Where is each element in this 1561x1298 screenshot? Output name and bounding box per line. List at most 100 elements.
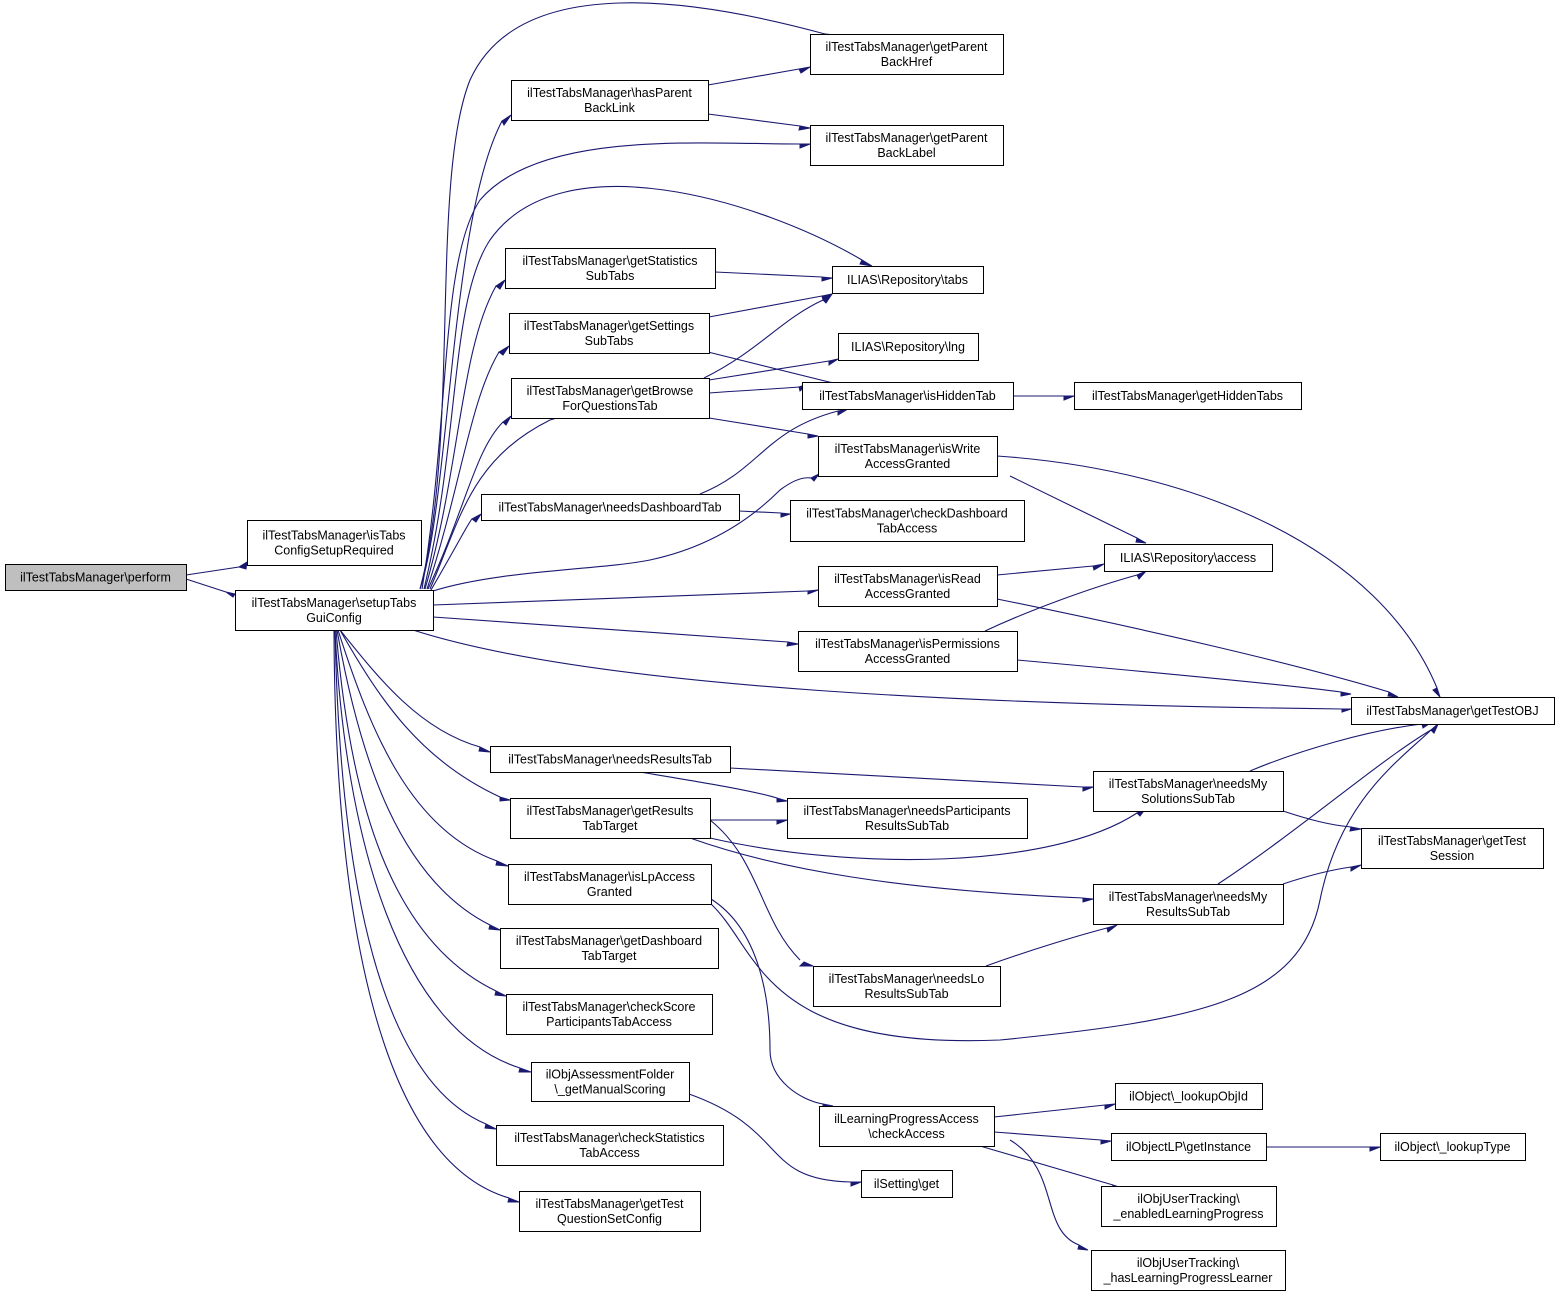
call-edge-from-setupTabs (339, 629, 491, 753)
arrowhead (1432, 687, 1441, 698)
call-edge-from-setupTabs (426, 345, 510, 590)
arrowhead (518, 1067, 532, 1073)
node-box (810, 125, 1004, 166)
node-get-browse[interactable]: ilTestTabsManager\getBrowseForQuestionsT… (511, 378, 710, 419)
node-has-lplearner[interactable]: ilObjUserTracking\_hasLearningProgressLe… (1091, 1250, 1286, 1291)
arrowhead (484, 1123, 497, 1130)
node-needs-dashboard[interactable]: ilTestTabsManager\needsDashboardTab (481, 494, 740, 521)
call-edge-from-setupTabs (424, 279, 506, 590)
node-label-line: SubTabs (586, 269, 635, 283)
node-is-permissions[interactable]: ilTestTabsManager\isPermissionsAccessGra… (798, 631, 1018, 672)
arrowhead (1092, 563, 1105, 571)
call-edge-from-needsDashboard (738, 510, 791, 518)
node-check-dashboard[interactable]: ilTestTabsManager\checkDashboardTabAcces… (790, 500, 1025, 542)
call-edge-from-lpCheckAccess (993, 1131, 1112, 1145)
node-check-score[interactable]: ilTestTabsManager\checkScoreParticipants… (506, 994, 713, 1035)
arrowhead (478, 746, 491, 753)
node-box (861, 1170, 953, 1198)
node-check-statistics[interactable]: ilTestTabsManager\checkStatisticsTabAcce… (496, 1125, 724, 1166)
call-edge-from-hasParent (707, 113, 811, 131)
node-label-line: ilTestTabsManager\isHiddenTab (819, 389, 996, 403)
node-label-line: ilTestTabsManager\needsDashboardTab (498, 501, 721, 515)
node-get-test-obj[interactable]: ilTestTabsManager\getTestOBJ (1351, 697, 1555, 725)
node-setting-get[interactable]: ilSetting\get (861, 1170, 953, 1198)
node-label-line: BackHref (881, 55, 933, 69)
call-edge-from-getBrowse (708, 358, 839, 381)
node-label-line: ForQuestionsTab (562, 399, 657, 413)
call-edge-from-isPermissions (984, 570, 1147, 632)
call-edge-from-lpCheckAccess (1009, 1139, 1089, 1251)
node-get-hidden-tabs[interactable]: ilTestTabsManager\getHiddenTabs (1074, 382, 1302, 410)
arrowhead (822, 293, 833, 304)
node-label-line: QuestionSetConfig (557, 1212, 662, 1226)
call-edge-from-objLPInstance (1266, 1146, 1381, 1152)
node-box (1380, 1133, 1526, 1161)
node-needs-participants[interactable]: ilTestTabsManager\needsParticipantsResul… (787, 798, 1028, 839)
node-label-line: \_getManualScoring (554, 1083, 665, 1097)
node-box (235, 590, 434, 631)
node-label-line: ilTestTabsManager\isLpAccess (524, 870, 695, 884)
arrowhead (499, 796, 511, 802)
node-label-line: ILIAS\Repository\lng (851, 340, 965, 354)
node-repo-lng[interactable]: ILIAS\Repository\lng (838, 333, 979, 361)
call-edge-from-isPermissions (1016, 659, 1352, 697)
arrowhead (1341, 708, 1352, 713)
arrowhead (780, 512, 791, 518)
node-label-line: ilTestTabsManager\getTestOBJ (1366, 704, 1538, 718)
arrowhead (1349, 826, 1362, 832)
node-needs-results[interactable]: ilTestTabsManager\needsResultsTab (490, 746, 731, 773)
node-label-line: ILIAS\Repository\access (1120, 551, 1256, 565)
arrowhead (828, 358, 839, 366)
node-label-line: ConfigSetupRequired (274, 544, 394, 558)
node-manual-scoring[interactable]: ilObjAssessmentFolder\_getManualScoring (531, 1062, 690, 1102)
arrowhead (1350, 864, 1362, 872)
node-get-question-set[interactable]: ilTestTabsManager\getTestQuestionSetConf… (519, 1191, 701, 1232)
node-lp-check-access[interactable]: ilLearningProgressAccess\checkAccess (819, 1106, 995, 1147)
arrowhead (1430, 723, 1439, 734)
node-is-tabs-config[interactable]: ilTestTabsManager\isTabsConfigSetupRequi… (247, 520, 422, 566)
node-label-line: ilTestTabsManager\getStatistics (522, 254, 697, 268)
node-box (511, 378, 710, 419)
node-label-line: _enabledLearningProgress (1112, 1207, 1263, 1221)
call-edge-from-getBrowse (708, 417, 819, 439)
node-box (818, 566, 998, 607)
node-box (500, 928, 719, 969)
call-edge-from-getStatistics (714, 271, 833, 282)
arrowhead (1100, 1139, 1112, 1145)
node-repo-tabs[interactable]: ILIAS\Repository\tabs (832, 266, 984, 294)
node-label-line: BackLink (584, 101, 635, 115)
node-box (1115, 1083, 1263, 1110)
node-label-line: ResultsSubTab (864, 987, 948, 1001)
node-perform[interactable]: ilTestTabsManager\perform (5, 564, 187, 591)
node-label-line: ilTestTabsManager\needsParticipants (803, 804, 1010, 818)
node-repo-access[interactable]: ILIAS\Repository\access (1104, 544, 1273, 572)
node-label-line: ilSetting\get (874, 1177, 940, 1191)
call-edge-from-setupTabs (333, 629, 520, 1203)
node-box (813, 966, 1001, 1007)
node-lookup-obj-id[interactable]: ilObject\_lookupObjId (1115, 1083, 1263, 1110)
node-enabled-lp[interactable]: ilObjUserTracking\_enabledLearningProgre… (1101, 1186, 1277, 1227)
node-is-hidden-tab[interactable]: ilTestTabsManager\isHiddenTab (802, 382, 1014, 410)
arrowhead (1136, 570, 1147, 580)
node-lookup-type[interactable]: ilObject\_lookupType (1380, 1133, 1526, 1161)
arrowhead (798, 66, 811, 74)
call-edge-from-setupTabs (430, 513, 482, 591)
node-obj-lpinstance[interactable]: ilObjectLP\getInstance (1111, 1133, 1267, 1161)
node-box (802, 382, 1014, 410)
node-label-line: ilTestTabsManager\getTest (536, 1197, 685, 1211)
